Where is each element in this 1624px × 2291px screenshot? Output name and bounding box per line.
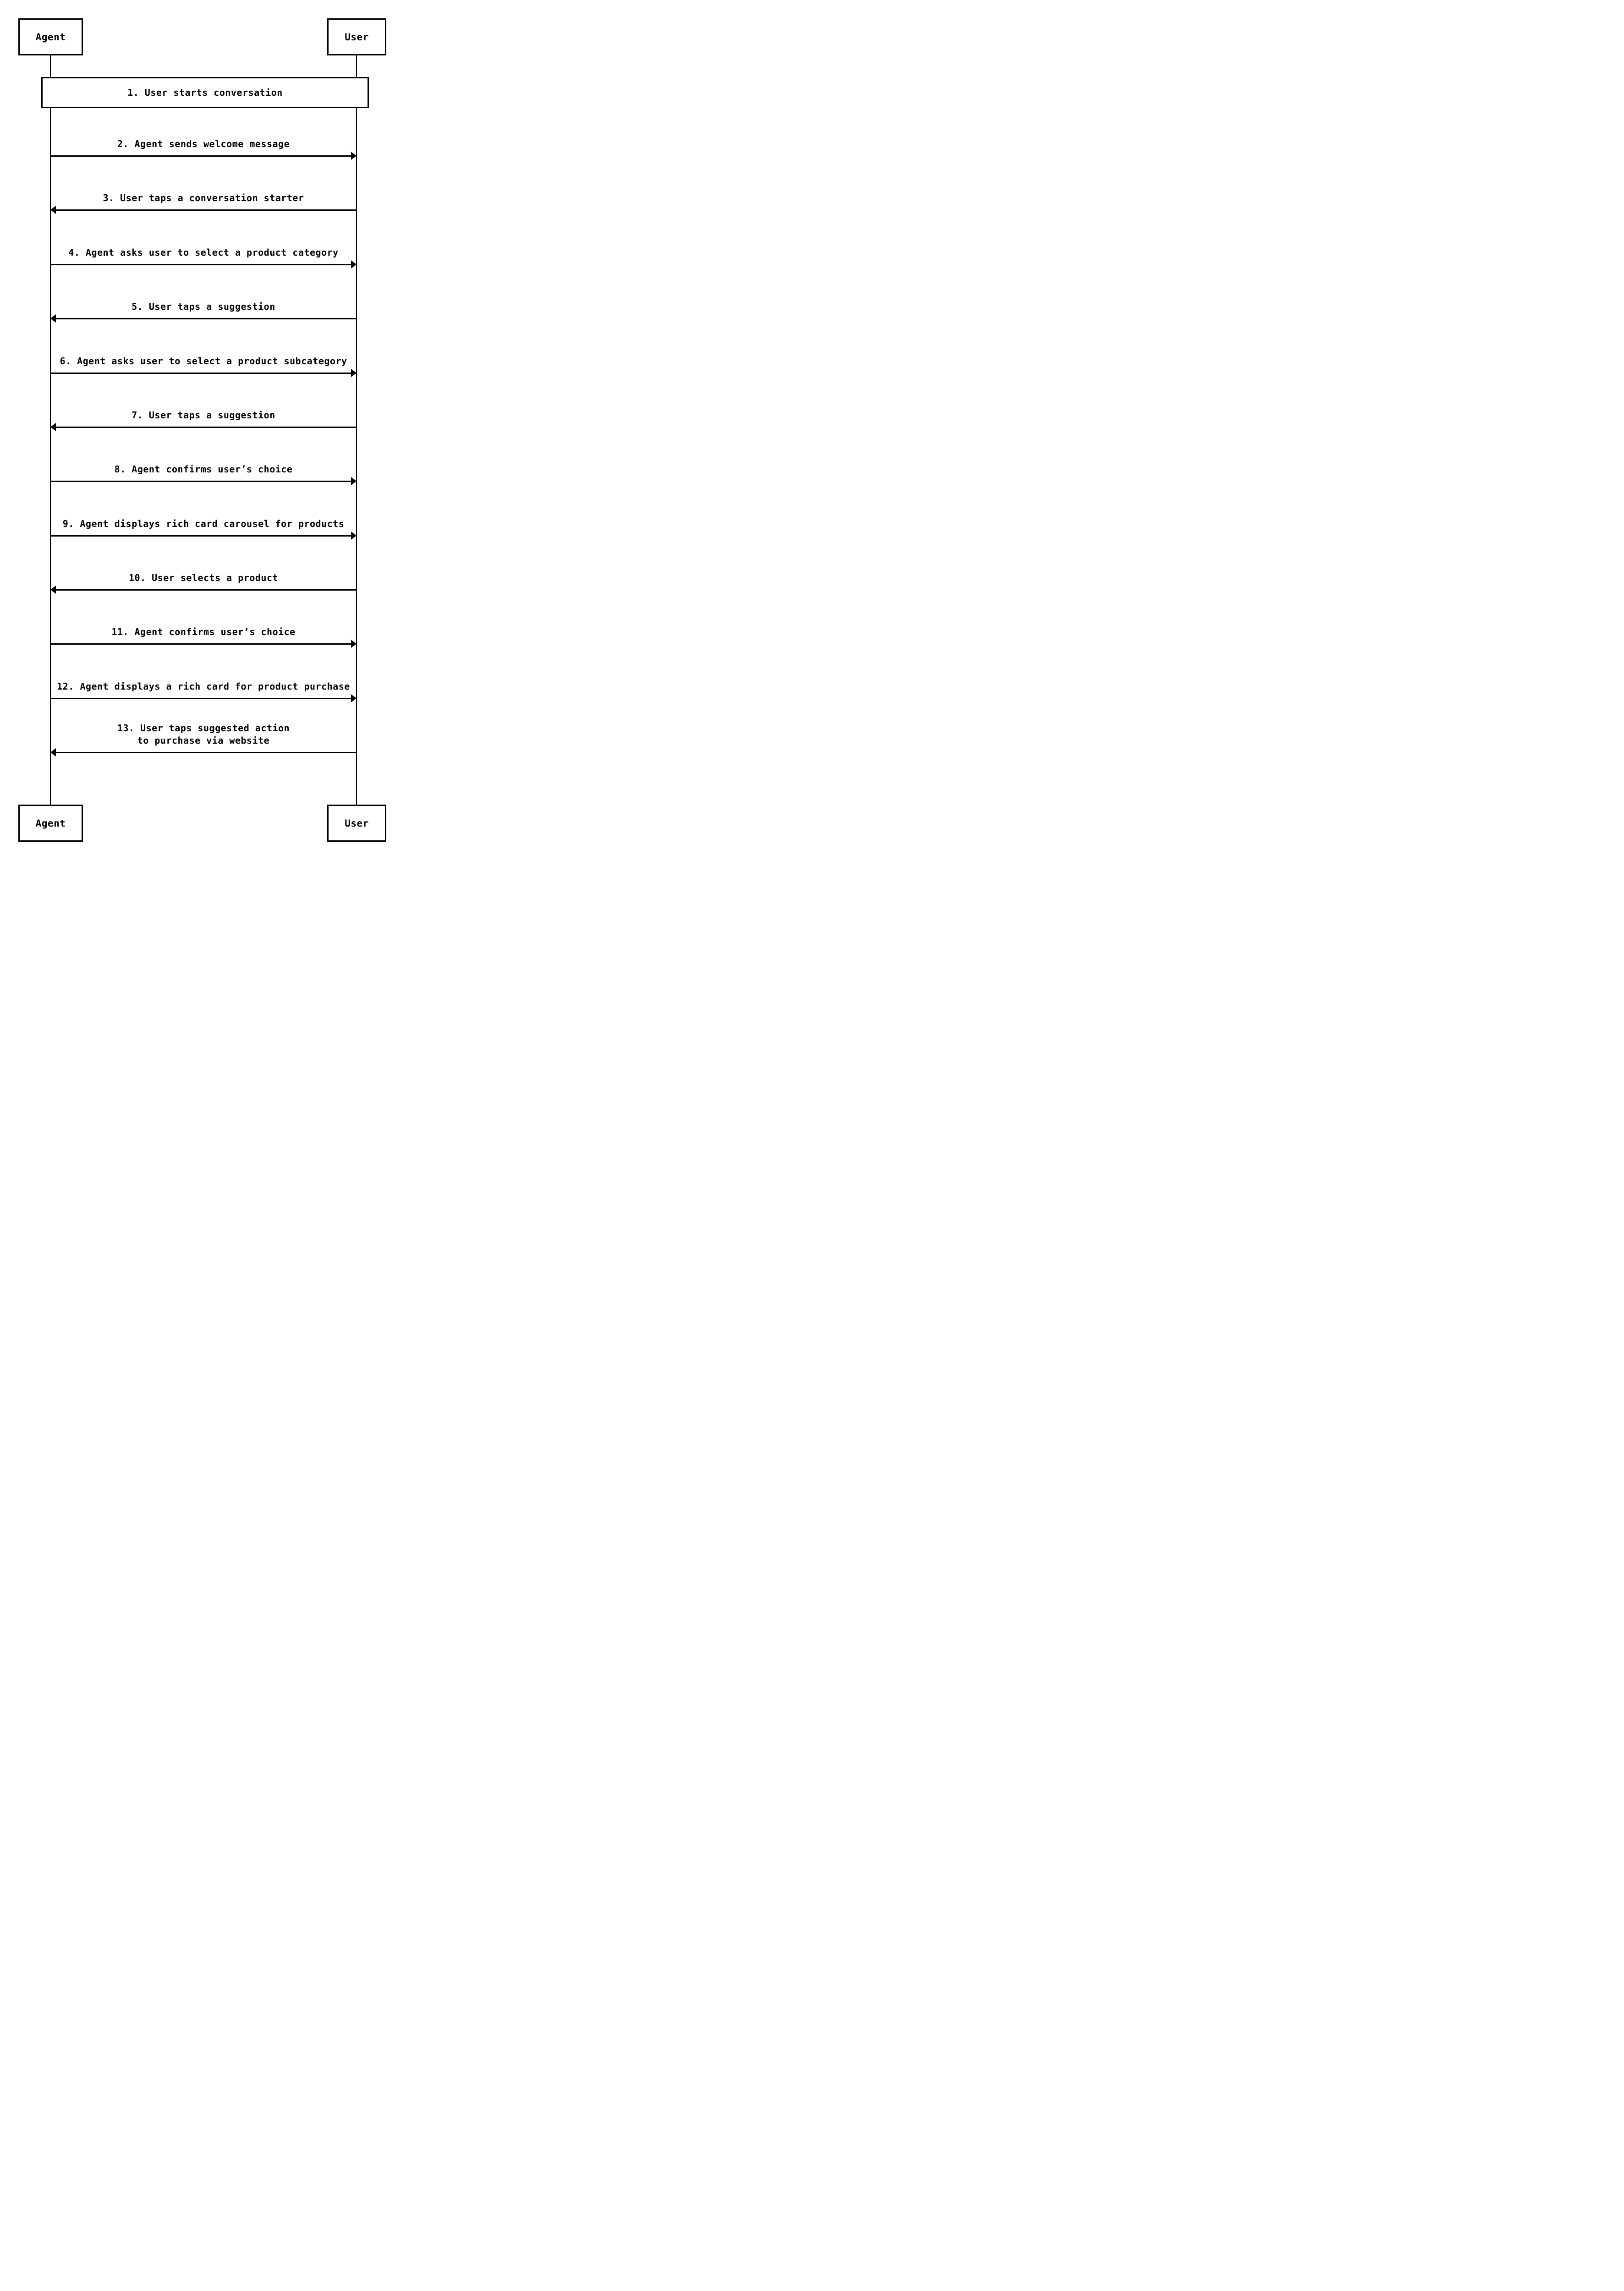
arrowhead-left-icon (50, 314, 56, 323)
message-2-arrow-line (50, 155, 355, 157)
participant-label-agent: Agent (35, 817, 66, 829)
message-2-label: 2. Agent sends welcome message (117, 138, 290, 149)
message-4-label: 4. Agent asks user to select a product c… (68, 247, 339, 258)
message-7-arrow-line (52, 427, 357, 428)
participant-box-user-top: User (327, 18, 386, 55)
message-8-arrow-line (50, 481, 355, 482)
participant-box-agent-top: Agent (18, 18, 83, 55)
participant-label-agent: Agent (35, 31, 66, 43)
arrowhead-left-icon (50, 206, 56, 214)
message-9-arrow-line (50, 535, 355, 537)
message-12-label: 12. Agent displays a rich card for produ… (57, 681, 350, 692)
message-5-label: 5. User taps a suggestion (132, 301, 275, 312)
message-11-label: 11. Agent confirms user’s choice (111, 626, 296, 637)
message-8-label: 8. Agent confirms user’s choice (114, 464, 293, 475)
message-12-arrow-line (50, 698, 355, 699)
arrowhead-left-icon (50, 748, 56, 756)
participant-box-user-bottom: User (327, 805, 386, 842)
message-6-arrow-line (50, 373, 355, 374)
arrowhead-left-icon (50, 586, 56, 594)
arrowhead-right-icon (351, 532, 357, 540)
lifeline-user (356, 55, 357, 805)
message-10-label: 10. User selects a product (128, 572, 279, 583)
participant-label-user: User (345, 817, 369, 829)
participant-box-agent-bottom: Agent (18, 805, 83, 842)
step-1-banner: 1. User starts conversation (41, 77, 369, 108)
message-13-label: 13. User taps suggested action to purcha… (117, 723, 290, 746)
arrowhead-right-icon (351, 477, 357, 485)
sequence-diagram-canvas: Agent User 1. User starts conversation 2… (0, 0, 406, 852)
message-11-arrow-line (50, 643, 355, 645)
message-4-arrow-line (50, 264, 355, 265)
message-3-arrow-line (52, 209, 357, 211)
message-6-label: 6. Agent asks user to select a product s… (60, 356, 347, 367)
arrowhead-right-icon (351, 260, 357, 269)
arrowhead-right-icon (351, 152, 357, 160)
step-1-banner-label: 1. User starts conversation (127, 87, 283, 98)
message-7-label: 7. User taps a suggestion (132, 410, 275, 421)
message-3-label: 3. User taps a conversation starter (103, 192, 304, 203)
message-9-label: 9. Agent displays rich card carousel for… (62, 518, 345, 529)
participant-label-user: User (345, 31, 369, 43)
arrowhead-right-icon (351, 640, 357, 648)
message-10-arrow-line (52, 589, 357, 591)
arrowhead-left-icon (50, 423, 56, 431)
arrowhead-right-icon (351, 369, 357, 377)
message-13-arrow-line (52, 752, 357, 753)
arrowhead-right-icon (351, 694, 357, 702)
message-5-arrow-line (52, 318, 357, 319)
